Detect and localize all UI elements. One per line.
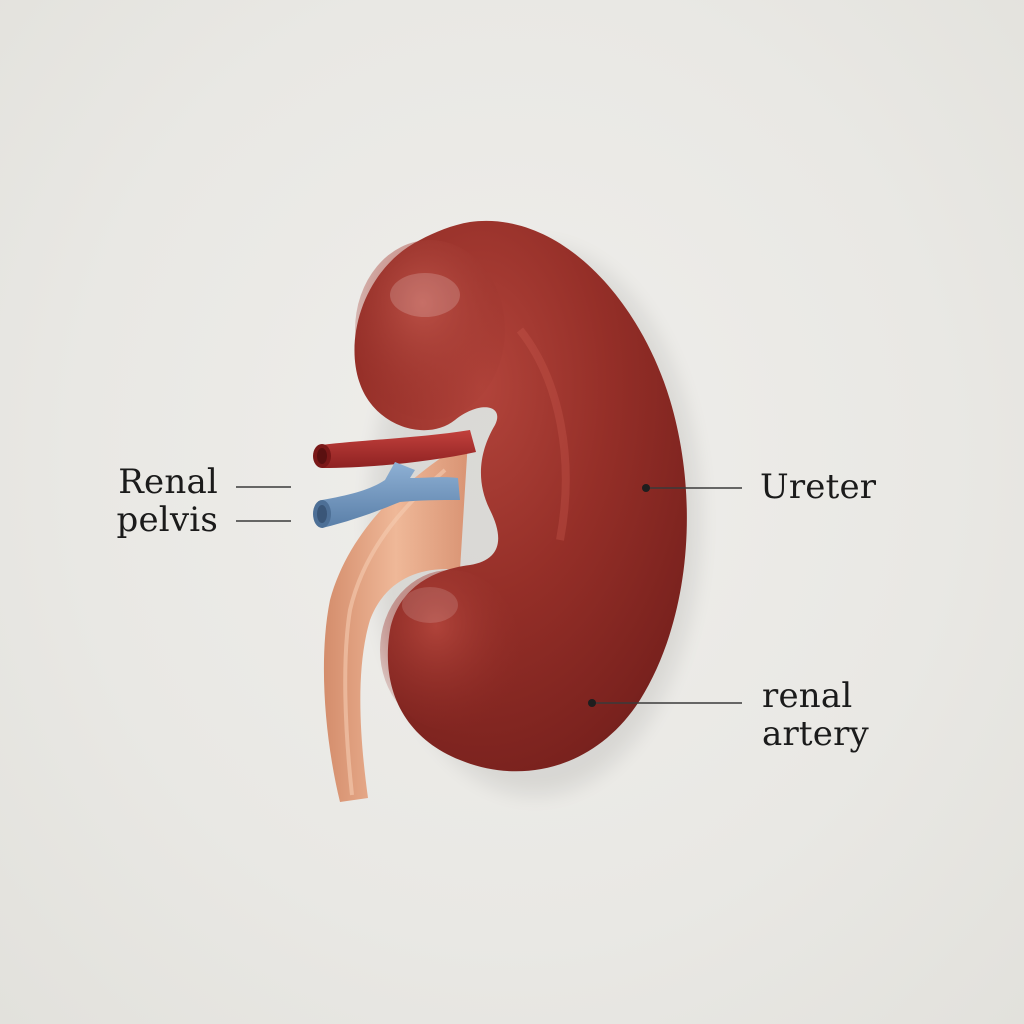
renal-artery-label-line1: renal <box>762 676 853 716</box>
kidney-specular <box>390 273 460 317</box>
renal-artery-vessel <box>322 430 476 468</box>
renal-artery-opening-inner <box>317 448 327 464</box>
renal-pelvis-label: Renal pelvis <box>113 463 218 539</box>
ureter-label-text: Ureter <box>760 467 877 507</box>
renal-artery-label: renal artery <box>762 677 869 753</box>
kidney-rim-highlight <box>516 327 570 541</box>
renal-pelvis-label-line2: pelvis <box>116 500 218 540</box>
ureter-inner-highlight <box>343 468 447 796</box>
ureter-leader-dot <box>642 484 650 492</box>
ureter-tube <box>323 440 468 802</box>
renal-artery-label-line2: artery <box>762 714 869 754</box>
kidney-specular-lower <box>402 587 458 623</box>
renal-vein-opening-inner <box>317 505 327 523</box>
renal-pelvis-label-line1: Renal <box>118 462 218 502</box>
kidney-upper-lobe <box>355 240 505 420</box>
renal-vein-vessel <box>322 462 460 528</box>
kidney-lower-lobe <box>380 570 520 730</box>
renal-artery-leader-dot <box>588 699 596 707</box>
ureter-label: Ureter <box>760 468 876 506</box>
